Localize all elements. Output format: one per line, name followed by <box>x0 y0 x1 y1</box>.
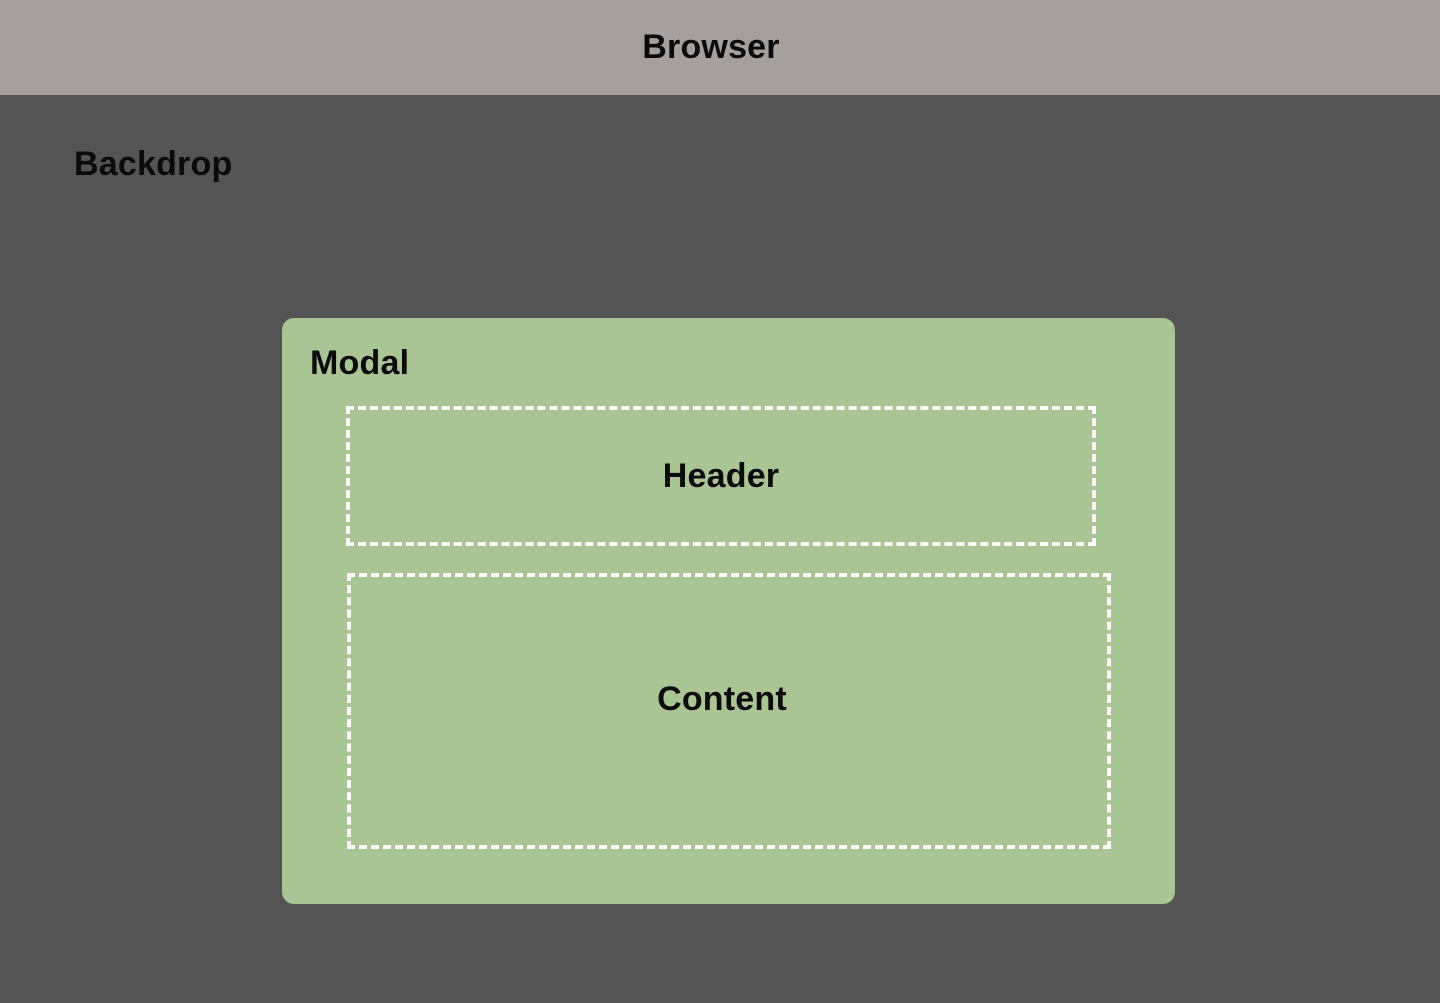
modal: Modal Header Content <box>282 318 1175 904</box>
browser-label: Browser <box>642 28 780 66</box>
modal-content-label: Content <box>657 679 787 718</box>
backdrop-label: Backdrop <box>74 145 233 183</box>
modal-header-region: Header <box>346 406 1096 546</box>
modal-label: Modal <box>310 344 410 382</box>
modal-header-label: Header <box>662 456 780 495</box>
modal-content-region: Content <box>347 573 1111 849</box>
browser-bar: Browser <box>0 0 1440 95</box>
